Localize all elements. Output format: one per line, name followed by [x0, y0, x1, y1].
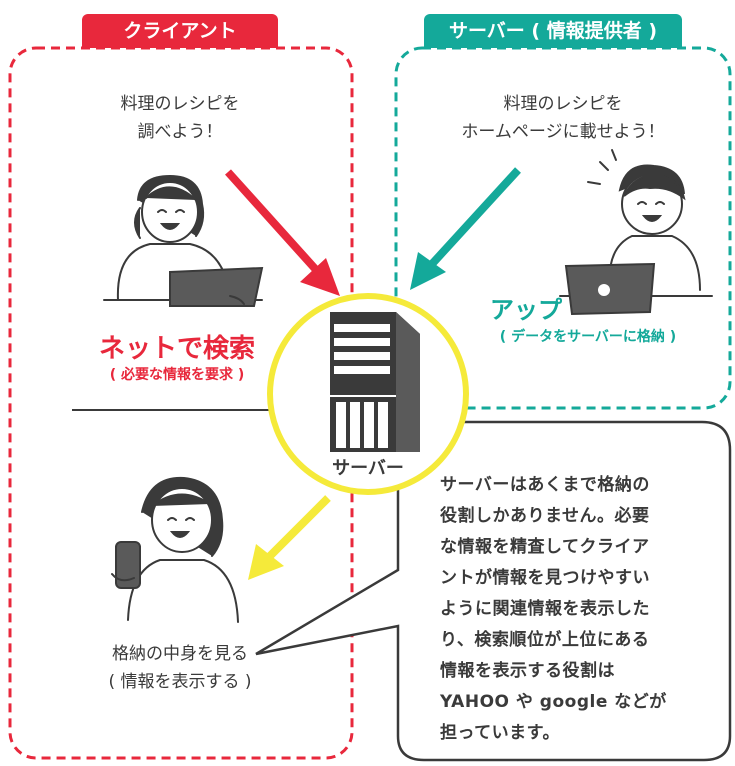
search-subtitle: ( 必要な情報を要求 )	[109, 367, 245, 383]
client-tag: クライアント	[82, 14, 278, 48]
bubble-text: サーバーはあくまで格納の 役割しかありません。必要 な情報を精査してクライア ン…	[440, 475, 667, 743]
client-thought: 料理のレシピを 調べよう！	[80, 90, 280, 146]
client-result-line1: 格納の中身を見る	[112, 644, 248, 664]
woman-phone-illustration	[111, 476, 239, 623]
upload-title: アップ	[490, 296, 562, 324]
client-panel	[8, 46, 354, 760]
upload-subtitle: ( データをサーバーに格納 )	[499, 329, 677, 345]
request-arrow	[225, 169, 340, 296]
client-result-line2: ( 情報を表示する )	[108, 672, 252, 692]
server-icon	[330, 312, 420, 452]
server-label: サーバー	[332, 458, 404, 479]
server-thought-line1: 料理のレシピを	[503, 94, 623, 114]
client-result: 格納の中身を見る ( 情報を表示する )	[60, 640, 300, 696]
server-thought: 料理のレシピを ホームページに載せよう！	[430, 90, 696, 146]
response-arrow	[248, 495, 331, 580]
server-panel	[394, 46, 732, 410]
woman-laptop-illustration	[103, 174, 264, 307]
man-laptop-illustration	[559, 149, 713, 316]
upload-arrow	[410, 167, 521, 290]
search-title: ネットで検索	[98, 334, 255, 364]
client-thought-line2: 調べよう！	[137, 122, 223, 142]
server-thought-line2: ホームページに載せよう！	[461, 122, 665, 142]
server-provider-tag: サーバー ( 情報提供者 )	[424, 14, 682, 48]
client-thought-line1: 料理のレシピを	[120, 94, 240, 114]
